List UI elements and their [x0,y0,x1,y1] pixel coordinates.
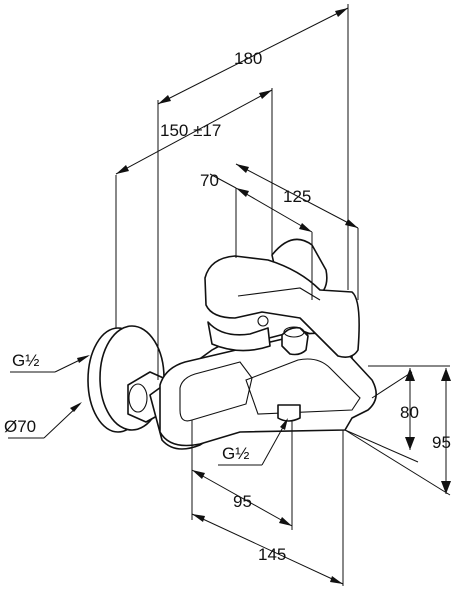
spout-inner [179,361,253,422]
connector-nut-face [128,383,148,413]
diverter-knob-top [283,326,305,338]
label-depth-adjustable: 150 ±17 [160,121,221,140]
dimension-lines [115,7,451,585]
leader-lines [8,355,288,466]
label-spout-depth: 125 [283,187,311,206]
label-inlet-thread: G½ [12,351,39,370]
label-height-spout: 80 [400,403,419,422]
dimline-width-body [191,469,293,527]
dimline-overall-depth [157,7,349,105]
dimline-width-total [191,513,344,585]
label-width-body: 95 [233,492,252,511]
lever-collar [207,321,271,352]
spout-top-face [245,358,361,415]
dimline-depth-adjustable [115,89,273,175]
label-overall-depth: 180 [234,49,262,68]
lever-shaft [237,287,321,301]
extension-lines [115,4,451,586]
lever-screw [257,315,269,327]
lever-handle [204,255,360,358]
label-height-total: 95 [432,433,451,452]
diverter-knob [281,326,309,356]
dimline-lever-depth [235,187,313,233]
label-outlet-thread: G½ [222,444,249,463]
label-lever-depth: 70 [200,171,219,190]
label-width-total: 145 [258,545,286,564]
label-escutcheon-diameter: Ø70 [4,417,36,436]
spout-outlet [277,404,301,422]
mixer-body [87,238,377,450]
spout [159,332,377,447]
dimension-labels: 180 150 ±17 70 125 80 95 95 145 G½ Ø70 G… [4,49,451,564]
dimline-spout-depth [235,163,359,229]
